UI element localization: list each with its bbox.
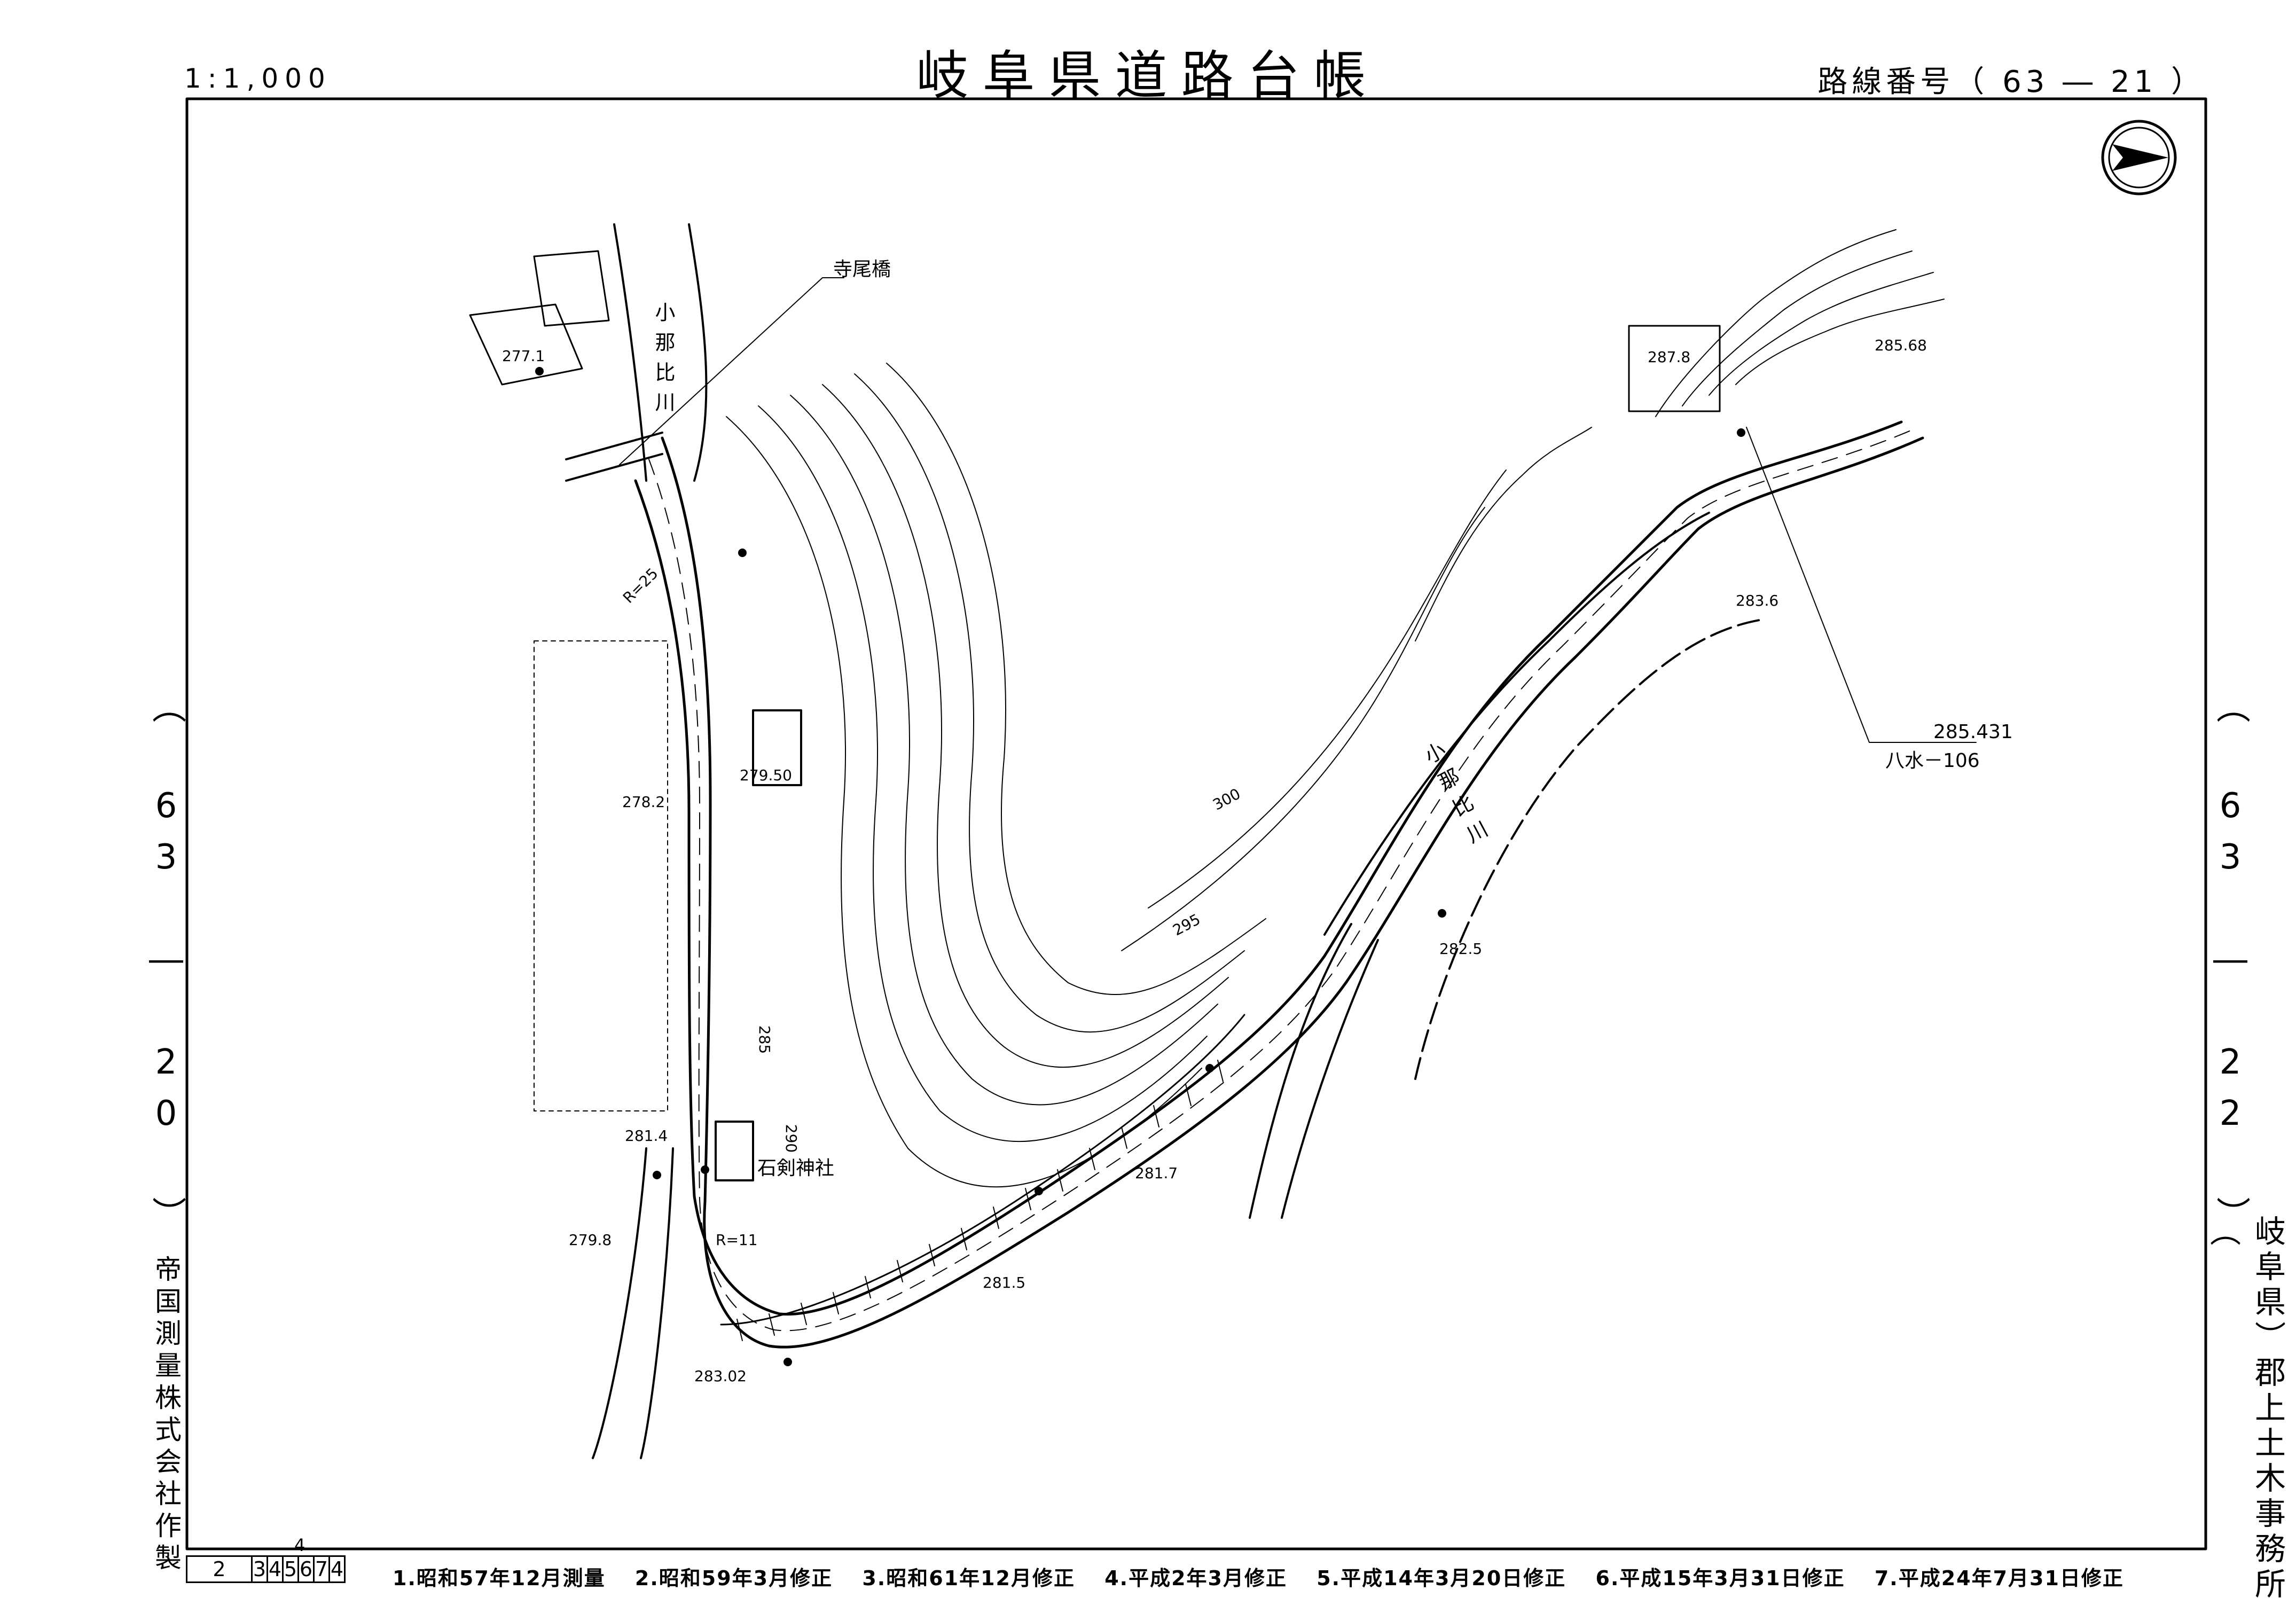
maker-name: 帝国測量株式会社作製 xyxy=(151,1255,182,1576)
road-center xyxy=(648,429,1913,1332)
river-lower-bank xyxy=(1323,512,1710,936)
spot-elevation: 282.5 xyxy=(1439,940,1483,958)
office-name: 岐阜県）郡上土木事務所（ xyxy=(2205,1215,2286,1603)
revision-item: 2.昭和59年3月修正 xyxy=(634,1567,833,1590)
spot-elevation: 277.1 xyxy=(502,347,545,365)
bridge-leader xyxy=(619,277,844,465)
river-lower-bank-2 xyxy=(1414,618,1764,1080)
sheet-index-cell: 4 xyxy=(328,1555,346,1583)
revision-item: 3.昭和61年12月修正 xyxy=(862,1567,1075,1590)
revision-item: 6.平成15年3月31日修正 xyxy=(1595,1567,1845,1590)
sheet-index-cell: 5 xyxy=(282,1555,299,1583)
spot-elevation: 287.8 xyxy=(1648,348,1691,366)
spot-markers xyxy=(535,367,1745,1366)
lot-upper-right xyxy=(1628,325,1721,412)
spot-elevation: 281.4 xyxy=(625,1127,668,1145)
revision-item: 1.昭和57年12月測量 xyxy=(393,1567,606,1590)
sheet-index-superscript: 4 xyxy=(294,1535,305,1555)
curve-radius-2: R=11 xyxy=(716,1231,758,1249)
road-edge-outer xyxy=(661,436,1924,1349)
spot-elevation: 279.8 xyxy=(569,1231,612,1249)
river-upper-bank xyxy=(613,223,647,482)
page-title: 岐阜県道路台帳 xyxy=(916,45,1380,106)
benchmark-label: 八水－106 xyxy=(1885,750,1980,772)
spot-elevation: 278.2 xyxy=(622,793,665,811)
adjacent-sheet-right[interactable]: （ 63 ― 22 ） xyxy=(2211,689,2250,1242)
river-upper-bank-2 xyxy=(688,223,708,482)
revision-item: 7.平成24年7月31日修正 xyxy=(1874,1567,2124,1590)
map-scale: 1:1,000 xyxy=(184,63,332,94)
spot-elevation: 283.02 xyxy=(694,1367,747,1385)
road-edge-inner xyxy=(634,420,1903,1316)
sheet-index-cell: 7 xyxy=(313,1555,330,1583)
bridge-label: 寺尾橋 xyxy=(833,259,891,280)
side-road xyxy=(1249,923,1352,1219)
contour-label-290: 290 xyxy=(782,1124,801,1153)
bridge xyxy=(565,432,663,482)
building-block-1 xyxy=(469,303,583,386)
map-frame xyxy=(185,97,2207,1550)
contour-lines xyxy=(726,229,1945,1188)
sheet-index-cell: 6 xyxy=(297,1555,315,1583)
shrine-label: 石剣神社 xyxy=(757,1157,835,1179)
river-label-upper: 小那比川 xyxy=(652,302,675,421)
retaining-wall xyxy=(720,1014,1245,1326)
spot-elevation: 285.68 xyxy=(1875,336,1927,354)
contour-label-285: 285 xyxy=(756,1025,774,1054)
revision-history: 1.昭和57年12月測量 2.昭和59年3月修正 3.昭和61年12月修正 4.… xyxy=(393,1562,2145,1591)
benchmark-leader xyxy=(1746,427,1977,743)
benchmark-elevation: 285.431 xyxy=(1933,721,2013,743)
revision-item: 4.平成2年3月修正 xyxy=(1104,1567,1287,1590)
adjacent-sheet-left[interactable]: （ 63 ― 20 ） xyxy=(146,689,186,1242)
spot-elevation: 283.6 xyxy=(1736,592,1779,609)
north-arrow-icon xyxy=(2101,120,2177,195)
sheet-index-cell: 3 xyxy=(251,1555,268,1583)
spot-elevation: 279.50 xyxy=(740,766,792,784)
spot-elevation: 281.7 xyxy=(1135,1164,1178,1182)
sheet-index-cell: 4 xyxy=(267,1555,284,1583)
spot-elevation: 281.5 xyxy=(983,1274,1026,1291)
route-number: 路線番号（ 63 ― 21 ） xyxy=(1817,65,2205,99)
field-boundary xyxy=(534,640,668,1111)
building-block-2 xyxy=(533,250,610,327)
revision-item: 5.平成14年3月20日修正 xyxy=(1317,1567,1566,1590)
building-1 xyxy=(752,709,802,786)
sheet-index-cell: 2 xyxy=(186,1555,253,1583)
road-leg-left xyxy=(592,1147,647,1459)
building-shrine xyxy=(715,1121,754,1181)
